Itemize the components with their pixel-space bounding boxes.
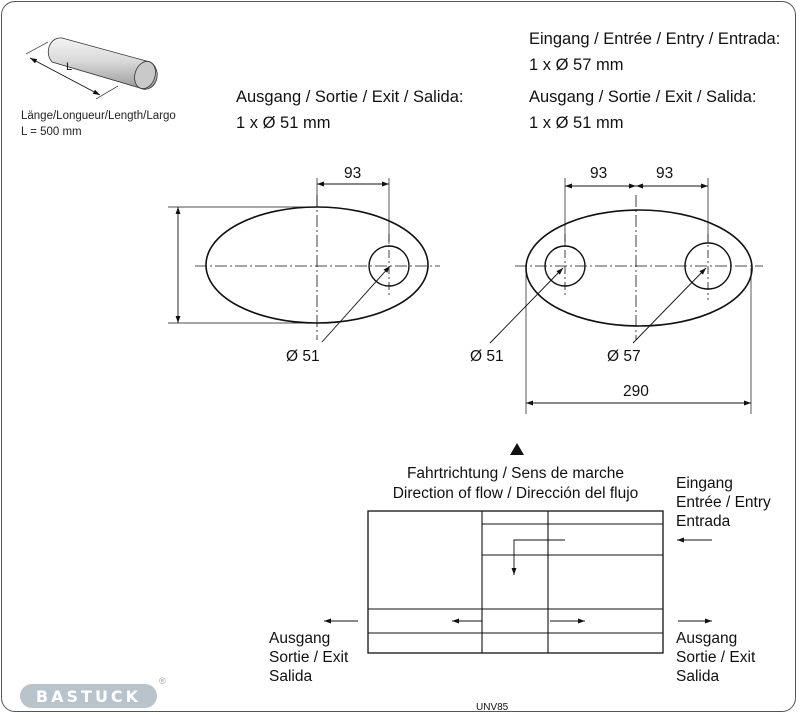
right-outlet-title: Ausgang / Sortie / Exit / Salida:: [529, 88, 757, 106]
outlet-right-label-line1: Ausgang: [676, 630, 738, 647]
right-outlet-leader: [489, 267, 564, 344]
inlet-label-line3: Entrada: [676, 513, 731, 530]
pipe-length-caption: Länge/Longueur/Length/Largo: [21, 110, 176, 122]
inlet-label-line2: Entrée / Entry: [676, 494, 771, 511]
outlet-left-label-line2: Sortie / Exit: [269, 649, 349, 666]
right-inlet-leader: [632, 267, 707, 344]
inlet-label-line1: Eingang: [676, 475, 733, 492]
outlet-right-label-line2: Sortie / Exit: [676, 649, 756, 666]
left-outlet-title: Ausgang / Sortie / Exit / Salida:: [236, 88, 464, 106]
bastuck-logo: BASTUCK: [20, 684, 157, 708]
part-code: UNV85: [476, 702, 509, 713]
pipe-sketch: [25, 37, 158, 100]
right-outlet-spec: 1 x Ø 51 mm: [529, 114, 624, 132]
left-outlet-spec: 1 x Ø 51 mm: [236, 114, 331, 132]
right-width-value: 290: [623, 383, 649, 400]
right-inlet-spec: 1 x Ø 57 mm: [529, 56, 624, 74]
outlet-left-label: Ausgang Sortie / Exit Salida: [269, 629, 348, 686]
right-oval-view: [489, 178, 763, 414]
right-oval-outline: [525, 209, 753, 327]
left-hole-leader: [321, 265, 391, 343]
pipe-length-value: L = 500 mm: [21, 126, 82, 138]
flow-schematic: [324, 510, 712, 654]
logo-text: BASTUCK: [35, 686, 142, 706]
left-offset-value: 93: [344, 165, 362, 182]
right-offset-value-right: 93: [656, 165, 674, 182]
inlet-label: Eingang Entrée / Entry Entrada: [676, 474, 771, 531]
right-inlet-title: Eingang / Entrée / Entry / Entrada:: [529, 30, 781, 48]
pipe-length-dim-line: [29, 57, 101, 96]
flow-direction-triangle: [510, 443, 524, 455]
internal-flow-path: [511, 539, 565, 575]
flow-title-line1: Fahrtrichtung / Sens de marche: [406, 465, 625, 482]
right-outlet-hole-label: Ø 51: [470, 348, 504, 365]
outlet-right-label-line3: Salida: [676, 668, 720, 685]
pipe-dim-letter: L: [66, 61, 73, 73]
outlet-right-label: Ausgang Sortie / Exit Salida: [676, 629, 755, 686]
flow-title-line2: Direction of flow / Dirección del flujo: [392, 485, 639, 502]
outlet-left-label-line1: Ausgang: [269, 630, 331, 647]
registered-mark: ®: [159, 676, 166, 686]
left-oval-view: [168, 178, 440, 343]
right-offset-value-left: 93: [590, 165, 608, 182]
right-inlet-hole-label: Ø 57: [607, 348, 641, 365]
outlet-left-label-line3: Salida: [269, 668, 313, 685]
left-hole-label: Ø 51: [286, 348, 320, 365]
